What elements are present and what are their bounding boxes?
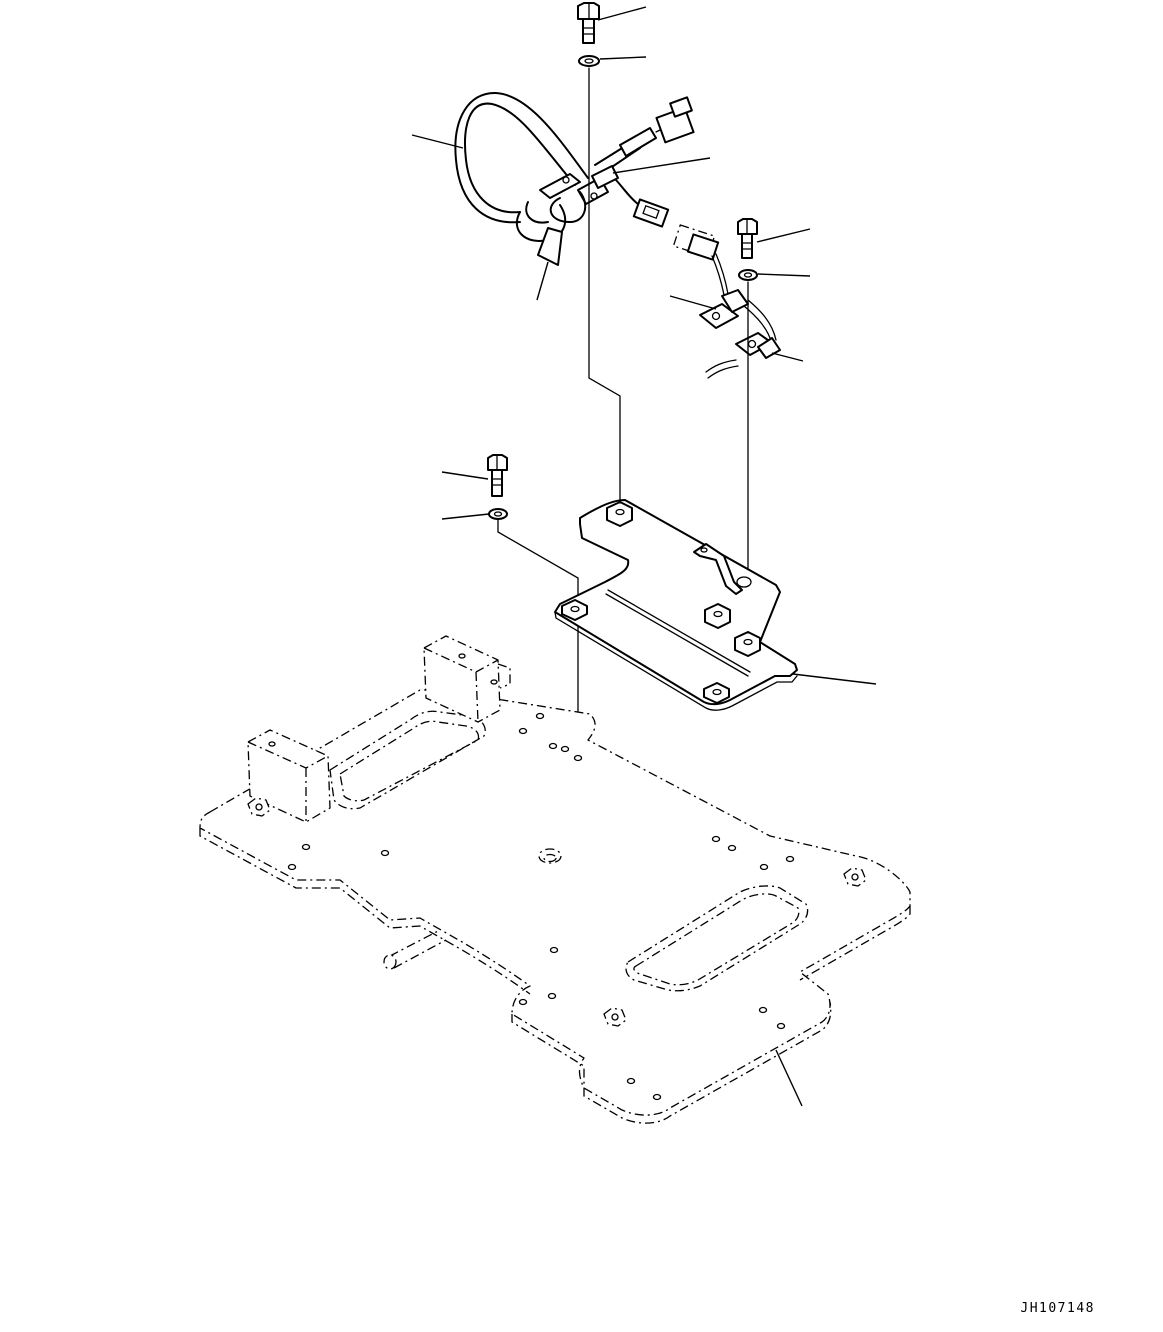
alignment-line-top [588,67,621,507]
base-frame [199,635,911,1124]
sensor-connector [672,224,729,296]
bracket-boss [606,501,633,527]
bracket-boss [703,682,730,704]
frame-nut [247,797,271,817]
frame-block [247,729,331,823]
leader-bracket [792,673,877,685]
top-washer [578,55,600,67]
frame-holes [287,712,795,1101]
leader-right-washer [757,273,811,277]
mounting-bracket [554,499,798,711]
leader-top-washer [599,56,647,60]
leader-base-frame [775,1049,803,1107]
bracket-boss [704,603,731,629]
leader-left-washer [441,513,490,520]
alignment-line-left [497,519,579,757]
leader-right-bolt [756,228,811,243]
frame-block [423,635,511,723]
ring-terminal [699,289,781,379]
leader-ring-terminal [669,295,717,310]
leader-top-bolt [597,6,647,21]
right-washer [738,269,758,281]
top-bolt [577,2,600,44]
leader-sensor [771,352,804,362]
leader-harness [411,134,464,149]
leader-left-bolt [441,471,489,480]
frame-nut [843,867,867,887]
right-bolt [737,218,758,259]
bracket-boss [734,631,761,657]
left-washer [488,508,508,520]
left-bolt [487,454,508,497]
frame-nut [603,1007,627,1027]
bracket-boss [561,599,588,621]
drawing-id-label: JH107148 [1020,1301,1095,1316]
leader-clamp [536,261,549,301]
wiring-harness [454,91,695,266]
leader-harness-connector [612,157,711,174]
